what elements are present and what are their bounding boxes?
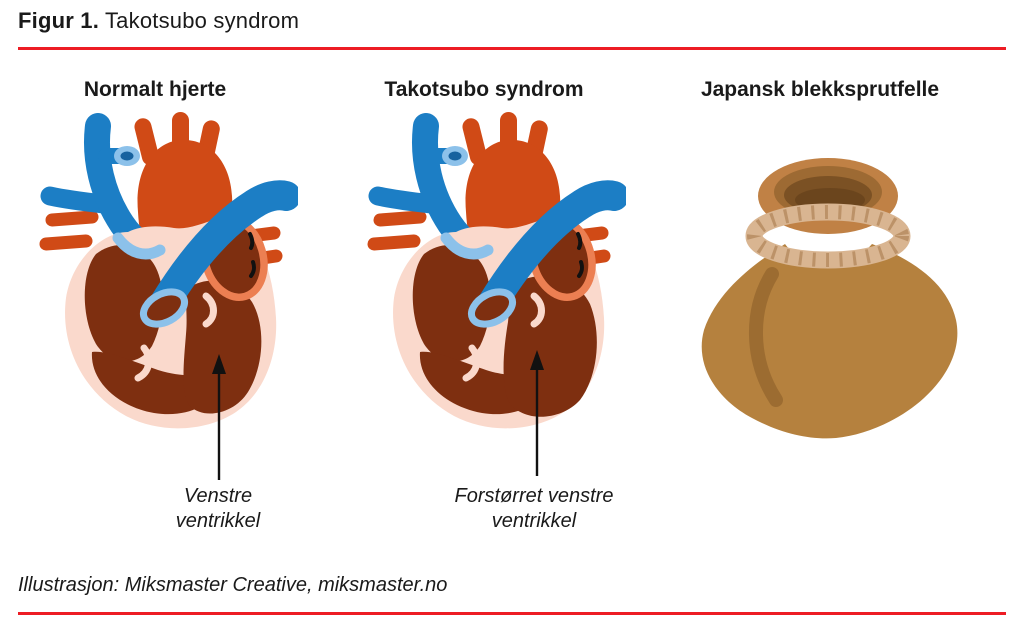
annotation-takotsubo-ventricle: Forstørret venstre ventrikkel <box>454 485 614 532</box>
heading-octopus-trap: Japansk blekksprutfelle <box>700 78 940 101</box>
figure-number: Figur 1. <box>18 8 100 33</box>
annotation-arrow-left-ventricle <box>212 354 226 480</box>
normal-heart-illustration <box>38 112 298 434</box>
pot-shadow <box>749 267 783 407</box>
left-ventricle <box>183 280 262 414</box>
top-divider <box>18 47 1006 50</box>
takotsubo-heart-illustration <box>366 112 626 434</box>
heading-normal-heart: Normalt hjerte <box>83 78 227 101</box>
octopus-trap-illustration <box>701 158 958 439</box>
rope-ring <box>745 203 911 269</box>
heading-takotsubo: Takotsubo syndrom <box>384 78 584 101</box>
credit-line: Illustrasjon: Miksmaster Creative, miksm… <box>18 574 448 596</box>
bottom-divider <box>18 612 1006 615</box>
enlarged-left-ventricle <box>503 275 597 417</box>
annotation-normal-ventricle: Venstre ventrikkel <box>175 485 261 532</box>
figure-title-text: Takotsubo syndrom <box>104 8 300 33</box>
pot-body <box>701 244 958 439</box>
figure-title: Figur 1. Takotsubo syndrom <box>18 8 299 34</box>
annotation-arrow-enlarged-ventricle <box>530 350 544 476</box>
